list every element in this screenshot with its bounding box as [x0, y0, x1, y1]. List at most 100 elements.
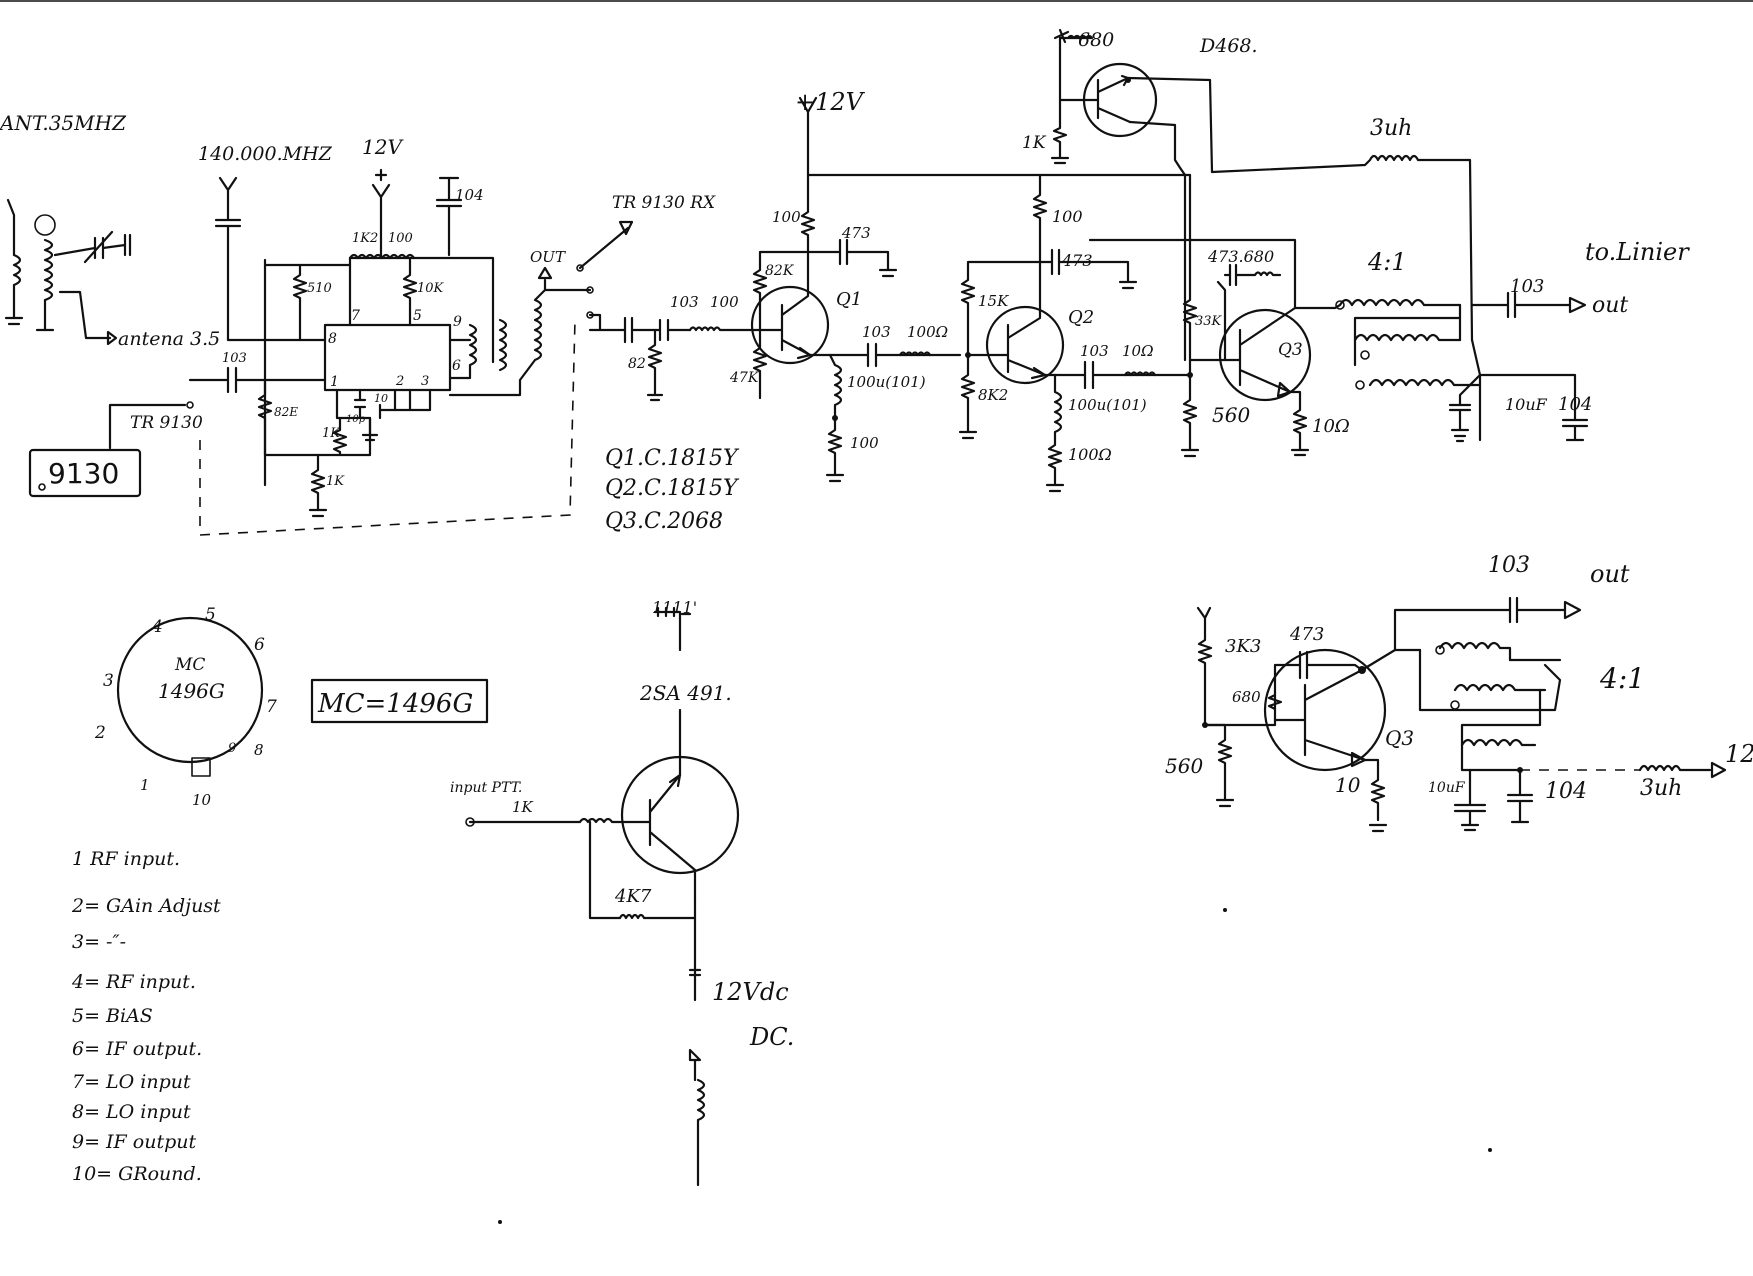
- mixer-section: [28, 168, 634, 536]
- r100-a-label: 100: [710, 293, 739, 311]
- r560-b-label: 560: [1165, 754, 1203, 778]
- pin1-label: 1: [330, 374, 339, 390]
- t41-frame: [1353, 303, 1462, 367]
- r1k-mixer-label: 1K: [322, 426, 341, 441]
- ic-pinout: [116, 616, 489, 777]
- mixer-ground: [361, 416, 379, 442]
- t41b-winding-1: [1393, 641, 1512, 662]
- resistor-8k2: [958, 353, 978, 440]
- pin5-label: 5: [413, 308, 422, 324]
- ic-name-box: [310, 678, 489, 724]
- ptt-supply-terminal: [653, 606, 692, 620]
- q2-label: Q2: [1068, 307, 1094, 328]
- r3k3-label: 3K3: [1225, 636, 1261, 657]
- q3b-emitter-arrow: [1350, 751, 1367, 768]
- c103-a-label: 103: [670, 293, 699, 311]
- out-mixer-label: OUT: [530, 248, 566, 266]
- ic-pin-label: 2: [94, 723, 106, 743]
- v12vdc-label: 12Vdc: [712, 978, 789, 1006]
- ic-pin-label: 1: [140, 776, 150, 794]
- antena-arrow: [106, 330, 118, 346]
- ic-tab: [191, 757, 211, 777]
- q1-transistor-circle: [750, 285, 830, 365]
- c104-top-right: [1478, 373, 1589, 442]
- v12-mixer-label: 12V: [362, 135, 404, 159]
- d468-wires: [1126, 76, 1214, 362]
- c103-q1-q2: [828, 342, 962, 368]
- v12-arrow-bottom: [1710, 761, 1727, 779]
- switch-lever: [578, 226, 630, 270]
- out-top-label: out: [1592, 293, 1628, 318]
- stray-mark: [1488, 1148, 1492, 1152]
- pin2-label: 2: [395, 374, 404, 389]
- r1k-ptt-label: 1K: [512, 798, 534, 816]
- r8k2-label: 8K2: [978, 386, 1008, 404]
- resistor-82k: [752, 250, 810, 332]
- resistor-10-q3b: [1363, 758, 1388, 833]
- v12-b-label: 12: [1725, 740, 1753, 768]
- t41b-frame: [1418, 648, 1562, 772]
- r10k-label: 10K: [417, 281, 445, 296]
- q1-transistor-leads: [758, 250, 812, 357]
- tr9130-box-dot: [38, 483, 46, 491]
- t41-dot-2: [1360, 350, 1370, 360]
- pin-function-item: 9= IF output: [72, 1131, 196, 1153]
- tr9130-label: TR 9130: [130, 413, 203, 433]
- choke-3uh-top: [1210, 154, 1474, 342]
- q3b-label: Q3: [1385, 726, 1414, 750]
- q3-top-label: Q3: [1278, 340, 1303, 360]
- tr9130rx-label: TR 9130 RX: [612, 193, 716, 213]
- pin10-label: 10: [374, 392, 388, 405]
- ic-pin-labels: 1 2 3 4 5 6 7 8 9 10: [94, 605, 277, 809]
- out-arrow-mixer: [537, 266, 553, 280]
- ic-pin-label: 10: [192, 791, 212, 809]
- c103-c-label: 103: [1080, 342, 1109, 360]
- ic-pin-label: 6: [254, 635, 265, 655]
- pin-function-item: 5= BiAS: [72, 1005, 153, 1027]
- r680-top-label: 680: [1078, 29, 1114, 51]
- stray-mark: [498, 1220, 502, 1224]
- c103-out-b-label: 103: [1488, 553, 1530, 578]
- t41b-dot-2: [1450, 700, 1460, 710]
- t41-winding-1: [1293, 298, 1462, 310]
- ic-pin-label: 9: [228, 741, 236, 756]
- q3b-bias-network: [1203, 650, 1364, 727]
- t41-top-label: 4:1: [1367, 248, 1407, 276]
- c10uf-b-label: 10uF: [1428, 780, 1466, 796]
- q2-base-node: [965, 352, 971, 358]
- antena-lead-wire: [58, 290, 112, 340]
- lo-input-wire: [214, 176, 327, 342]
- ptt-emitter-arrow: [668, 773, 682, 788]
- c10uf-bottom: [1453, 768, 1487, 832]
- c473-q2: [1038, 248, 1138, 290]
- r100-mixer-label: 100: [388, 231, 413, 246]
- q3-emitter-arrow: [1276, 381, 1292, 398]
- l100u-b-label: 100u(101): [1068, 396, 1147, 414]
- transistor-list-item: Q1.C.1815Y: [605, 446, 740, 471]
- r1k-d468-label: 1K: [1022, 133, 1047, 153]
- q1-input-caps: [588, 313, 692, 344]
- resistor-47k: [752, 328, 768, 400]
- resistor-100-mixer: [380, 253, 416, 260]
- ic-box-label: MC=1496G: [317, 689, 473, 719]
- c473-q2-label: 473: [1061, 251, 1093, 270]
- q1-label: Q1: [836, 289, 862, 310]
- ptt-output-arrow: [688, 1048, 702, 1062]
- r10-c-label: 10Ω: [1122, 342, 1154, 360]
- r15k-label: 15K: [978, 292, 1009, 310]
- q1-emitter-chain: [808, 353, 845, 483]
- c104-top-right-label: 104: [1558, 394, 1592, 415]
- d468-transistor-leads: [1058, 73, 1132, 124]
- pin-function-item: 7= LO input: [72, 1071, 191, 1093]
- q2-transistor-circle: [985, 305, 1065, 385]
- q1-emitter-node: [832, 415, 838, 421]
- pin9-label: 9: [453, 314, 462, 330]
- mixer-ic-body: [323, 323, 452, 392]
- antenna-coil-1: [4, 253, 24, 326]
- out-arrow-bottom: [1563, 600, 1582, 620]
- c103-q2-q3: [1043, 360, 1192, 390]
- transistor-list: Q1.C.1815Y Q2.C.1815Y Q3.C.2068: [605, 446, 740, 534]
- r47k-label: 47K: [729, 370, 760, 386]
- t41b-dot-1: [1435, 645, 1445, 655]
